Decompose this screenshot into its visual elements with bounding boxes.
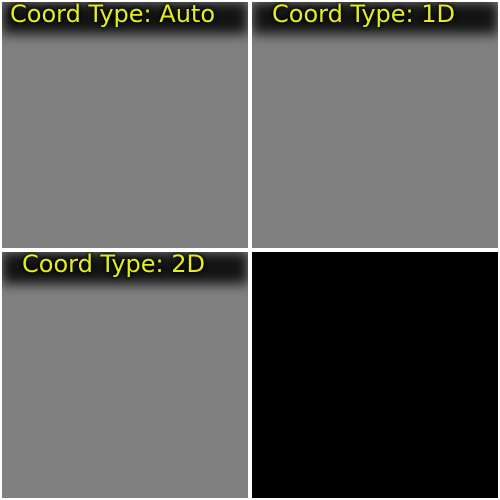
- panel-coord-type-auto: Coord Type: Auto: [2, 2, 248, 248]
- panel-title: Coord Type: 2D: [22, 252, 206, 278]
- panel-title-bar: Coord Type: 1D: [252, 2, 498, 42]
- title-shadow: [252, 2, 498, 34]
- panel-title: Coord Type: 1D: [272, 2, 456, 28]
- panel-empty: [252, 252, 498, 498]
- panel-title-bar: Coord Type: Auto: [2, 2, 248, 42]
- panel-title: Coord Type: Auto: [10, 2, 215, 28]
- title-shadow: [2, 252, 248, 284]
- panel-title-bar: Coord Type: 2D: [2, 252, 248, 292]
- panel-coord-type-1d: Coord Type: 1D: [252, 2, 498, 248]
- title-shadow: [2, 2, 248, 34]
- panel-coord-type-2d: Coord Type: 2D: [2, 252, 248, 498]
